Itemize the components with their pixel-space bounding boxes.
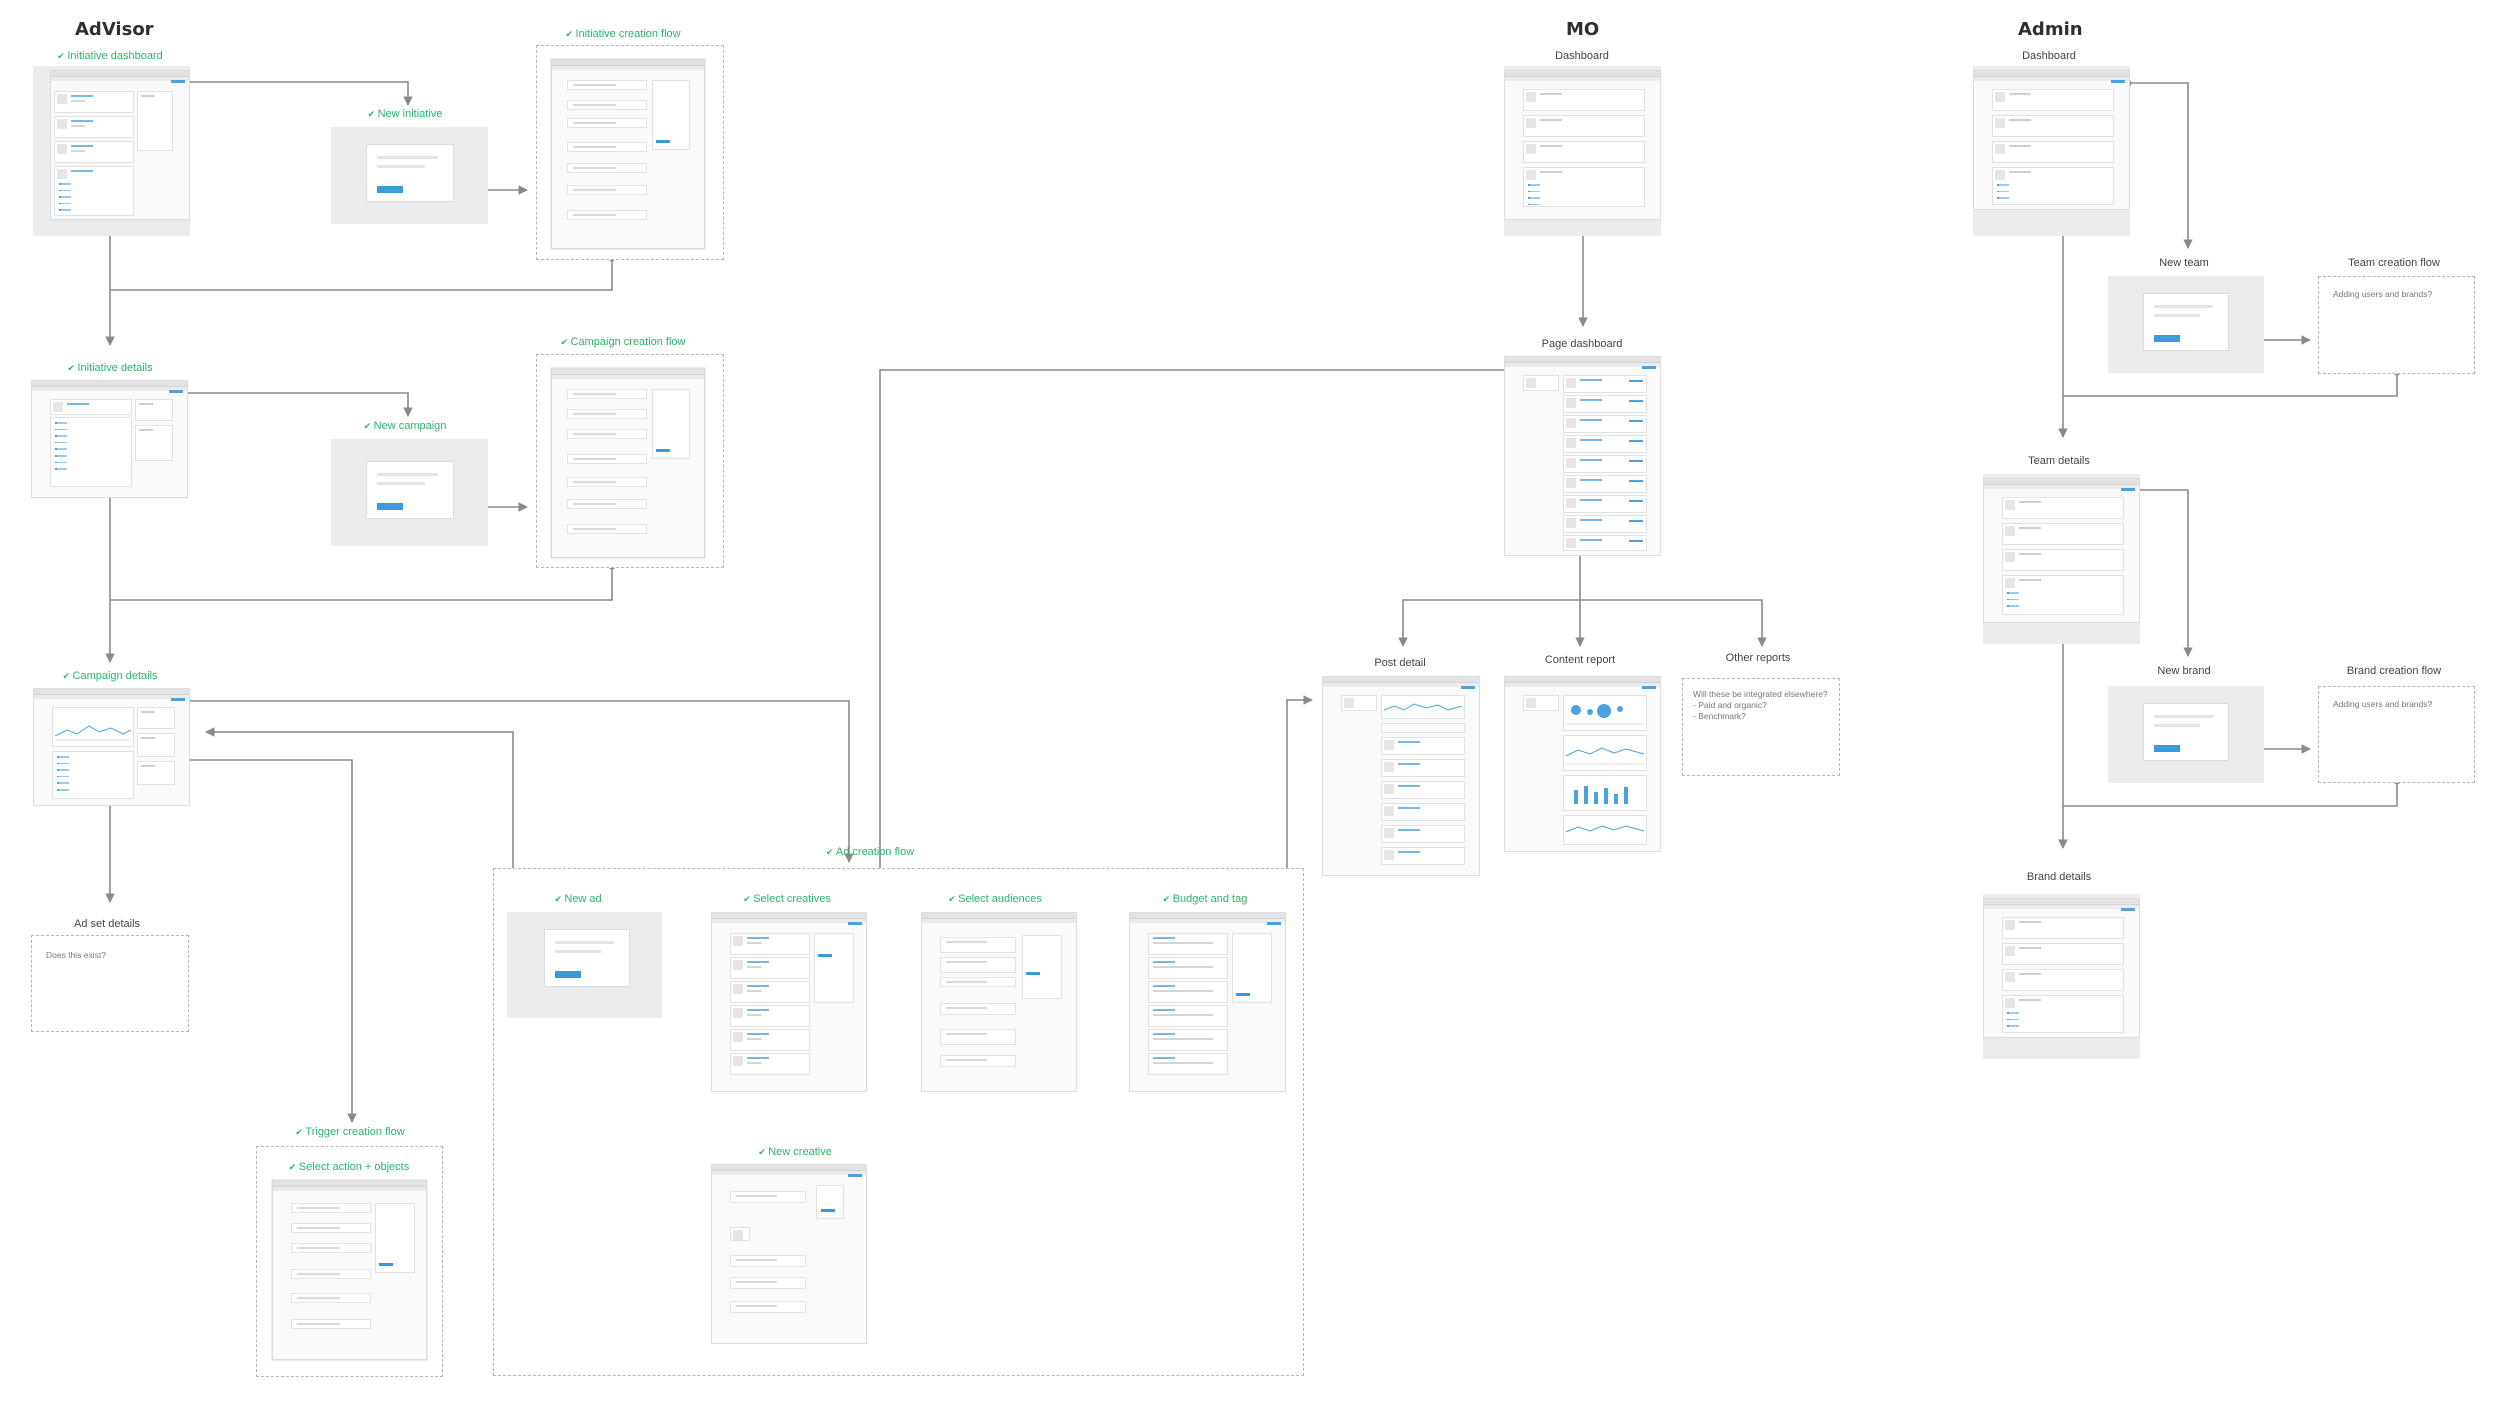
label-brand-details: Brand details [2026, 871, 2092, 883]
connector-arrow [170, 759, 357, 1123]
ad-set-details-note: Does this exist? [46, 950, 106, 960]
label-team-details: Team details [2028, 455, 2090, 467]
label-select-audiences: Select audiences [948, 893, 1042, 905]
label-trigger-creation-flow: Trigger creation flow [295, 1126, 404, 1138]
team-creation-flow-box[interactable]: Adding users and brands? [2318, 276, 2475, 374]
label-new-initiative: New initiative [368, 108, 443, 120]
new-creative-frame[interactable] [711, 1164, 867, 1344]
label-new-ad: New ad [554, 893, 601, 905]
connector-arrow [110, 258, 613, 291]
admin-dashboard-frame[interactable] [1973, 66, 2130, 236]
label-new-creative: New creative [758, 1146, 832, 1158]
other-reports-box[interactable]: Will these be integrated elsewhere? - Pa… [1682, 678, 1840, 776]
label-campaign-details: Campaign details [62, 670, 158, 682]
campaign-details-frame[interactable] [33, 688, 190, 806]
label-budget-and-tag: Budget and tag [1163, 893, 1248, 905]
label-select-action-objects: Select action + objects [289, 1161, 409, 1173]
connector-arrow [185, 700, 854, 863]
budget-and-tag-frame[interactable] [1129, 912, 1286, 1092]
label-initiative-dashboard: Initiative dashboard [57, 50, 162, 62]
campaign-creation-flow-group[interactable] [536, 354, 724, 568]
team-details-frame[interactable] [1983, 474, 2140, 644]
label-select-creatives: Select creatives [743, 893, 831, 905]
label-ad-creation-flow: Ad creation flow [826, 846, 914, 858]
trigger-creation-flow-group[interactable]: Select action + objects [256, 1146, 443, 1377]
connector-arrow [1286, 695, 1313, 878]
label-mo-dashboard: Dashboard [1555, 50, 1609, 62]
section-title-mo: MO [1566, 19, 1600, 40]
label-initiative-creation-flow: Initiative creation flow [565, 28, 680, 40]
page-dashboard-frame[interactable] [1504, 356, 1661, 556]
label-campaign-creation-flow: Campaign creation flow [561, 336, 686, 348]
new-initiative-frame[interactable] [331, 127, 488, 224]
other-reports-note: Will these be integrated elsewhere? - Pa… [1693, 689, 1828, 721]
connector-arrow [1580, 599, 1767, 647]
label-ad-set-details: Ad set details [73, 918, 141, 930]
wireframe-screen [50, 70, 190, 220]
section-title-advisor: AdVisor [75, 19, 154, 40]
connector-arrow [1398, 550, 1581, 647]
post-detail-frame[interactable] [1322, 676, 1480, 876]
new-ad-frame[interactable] [507, 912, 662, 1018]
new-team-frame[interactable] [2108, 276, 2264, 373]
label-new-campaign: New campaign [364, 420, 447, 432]
content-report-frame[interactable] [1504, 676, 1661, 852]
label-content-report: Content report [1544, 654, 1616, 666]
label-page-dashboard: Page dashboard [1541, 338, 1623, 350]
new-brand-frame[interactable] [2108, 686, 2264, 783]
connector-arrow [183, 81, 413, 106]
label-brand-creation-flow: Brand creation flow [2346, 665, 2442, 677]
label-new-team: New team [2159, 257, 2209, 269]
label-new-brand: New brand [2157, 665, 2211, 677]
label-admin-dashboard: Dashboard [2022, 50, 2076, 62]
brand-creation-flow-box[interactable]: Adding users and brands? [2318, 686, 2475, 783]
connector-arrow [2128, 82, 2193, 249]
connector-arrow [2063, 372, 2398, 397]
connector-arrow [2063, 781, 2398, 807]
initiative-details-frame[interactable] [31, 380, 188, 498]
section-title-admin: Admin [2018, 19, 2083, 40]
team-creation-flow-note: Adding users and brands? [2333, 289, 2433, 299]
label-team-creation-flow: Team creation flow [2348, 257, 2440, 269]
label-other-reports: Other reports [1725, 652, 1791, 664]
connector-arrow [110, 566, 613, 601]
label-initiative-details: Initiative details [67, 362, 152, 374]
select-creatives-frame[interactable] [711, 912, 867, 1092]
initiative-creation-flow-group[interactable] [536, 45, 724, 260]
brand-creation-flow-note: Adding users and brands? [2333, 699, 2433, 709]
initiative-dashboard-frame[interactable] [33, 66, 190, 236]
label-post-detail: Post detail [1374, 657, 1426, 669]
new-campaign-frame[interactable] [331, 439, 488, 546]
connector-arrow [181, 392, 413, 417]
mo-dashboard-frame[interactable] [1504, 66, 1661, 236]
brand-details-frame[interactable] [1983, 894, 2140, 1059]
connector-arrow [205, 727, 514, 878]
select-audiences-frame[interactable] [921, 912, 1077, 1092]
ad-set-details-box[interactable]: Does this exist? [31, 935, 189, 1032]
